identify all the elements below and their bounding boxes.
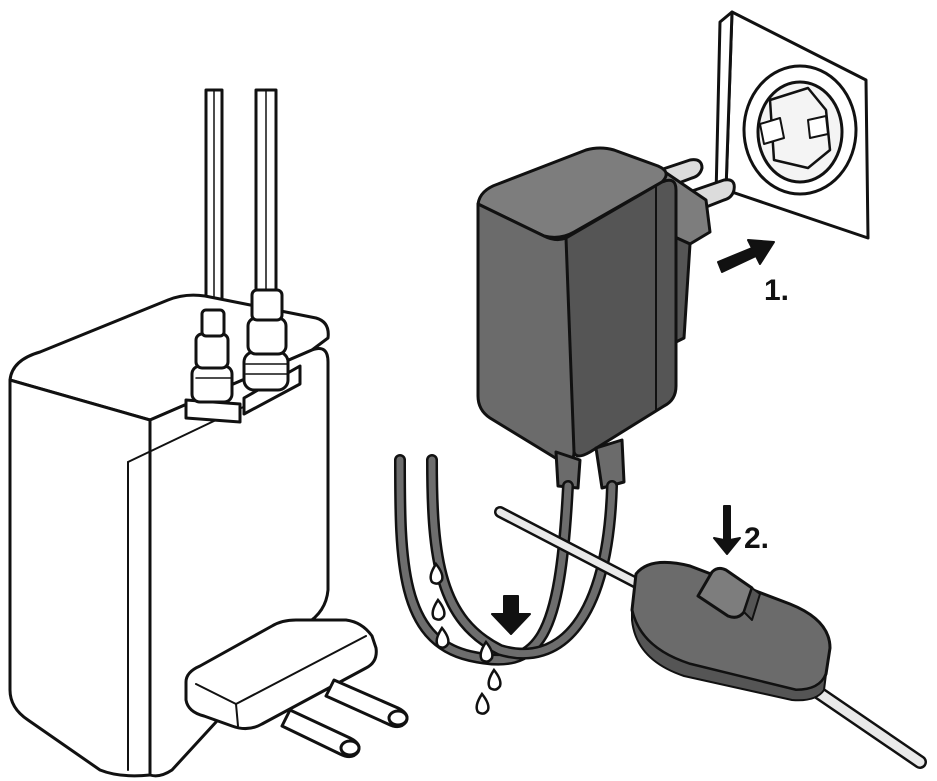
tube-fittings — [184, 288, 302, 424]
white-device — [8, 88, 409, 778]
water-drop-icon — [487, 667, 502, 691]
arrow-icon — [717, 239, 775, 273]
step-label-1: 1. — [764, 274, 789, 307]
adapter-side-face — [564, 178, 678, 458]
wall-socket-icon — [714, 10, 870, 240]
water-drop-icon — [435, 625, 450, 649]
water-drop-icon — [479, 639, 494, 663]
arrow-icon — [713, 505, 741, 555]
water-drop-icon — [431, 597, 446, 621]
water-drop-icon — [475, 691, 490, 715]
device-plug — [184, 618, 409, 759]
step-label-2: 2. — [744, 522, 769, 555]
power-adapter-icon — [476, 146, 736, 490]
inline-switch-icon — [630, 560, 832, 702]
adapter-top-face — [476, 146, 668, 239]
cables — [394, 454, 927, 769]
water-drop-icon — [429, 561, 444, 585]
device-left-face — [8, 378, 152, 778]
arrow-icon — [491, 595, 531, 635]
device-tubes — [204, 88, 278, 322]
water-drops — [429, 561, 502, 715]
arrows — [491, 239, 775, 635]
adapter-front-face — [476, 202, 578, 464]
